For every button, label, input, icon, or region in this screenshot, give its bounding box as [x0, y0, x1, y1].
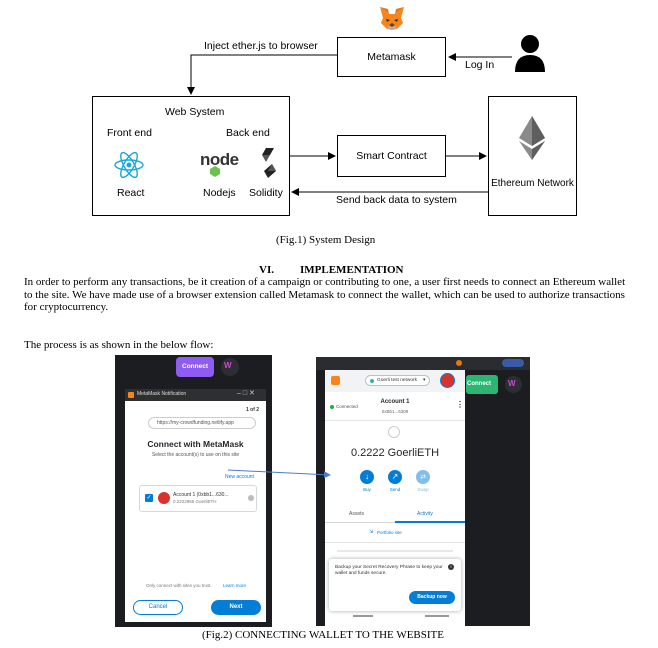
smart-contract-box: Smart Contract: [337, 135, 446, 177]
react-label: React: [117, 187, 145, 199]
node-logo-text: node: [200, 150, 239, 169]
account-avatar-icon[interactable]: [440, 373, 455, 388]
portfolio-icon: ⇲: [369, 529, 374, 535]
connect-heading: Connect with MetaMask: [147, 439, 244, 449]
portfolio-divider: [325, 542, 465, 543]
login-label: Log In: [465, 59, 495, 71]
swap-label[interactable]: Swap: [417, 487, 429, 492]
network-name: Goerli test network: [377, 377, 417, 383]
send-label[interactable]: Send: [389, 487, 401, 492]
profile-chip[interactable]: [502, 359, 524, 367]
nodejs-label: Nodejs: [203, 187, 236, 199]
solidity-label: Solidity: [249, 187, 283, 199]
inject-ether-label: Inject ether.js to browser: [204, 40, 318, 52]
user-icon: [515, 35, 545, 72]
web-system-box: Web System Front end Back end React Node…: [92, 96, 290, 216]
new-account-link[interactable]: New account: [225, 474, 254, 480]
network-dot-icon: [370, 379, 374, 383]
tab-underline-assets: [325, 522, 395, 523]
wallet-account-name[interactable]: Account 1: [380, 399, 410, 405]
wallet-header: Goerli test network ▾: [325, 370, 465, 392]
paragraph-flow: The process is as shown in the below flo…: [24, 339, 214, 351]
account-avatar: [158, 492, 170, 504]
footer-link-placeholder-2: [425, 615, 449, 617]
token-icon: [388, 426, 400, 438]
metamask-wallet-screenshot: Goerli test network ▾ Connected Account …: [316, 357, 530, 626]
page-count: 1 of 2: [246, 407, 260, 413]
activity-placeholder: [337, 550, 453, 552]
browser-toolbar: [316, 357, 530, 370]
chevron-down-icon: ▾: [423, 377, 426, 383]
site-logo-icon-right: W: [505, 376, 522, 393]
connect-subheading: Select the account(s) to use on this sit…: [151, 452, 240, 458]
section-number: VI.: [259, 264, 274, 276]
back-end-label: Back end: [226, 127, 270, 139]
site-url: https://my-crowdfunding.netlify.app: [157, 420, 234, 426]
account-balance: 0.2222966 GoerliETH: [173, 499, 217, 504]
site-connect-button-green[interactable]: Connect: [466, 375, 498, 394]
section-title: IMPLEMENTATION: [300, 264, 404, 276]
wallet-panel: Goerli test network ▾ Connected Account …: [325, 370, 465, 626]
popup-window-controls-icon[interactable]: – □ ✕: [237, 390, 255, 397]
send-back-label: Send back data to system: [336, 194, 457, 206]
backup-now-button[interactable]: Backup now: [409, 591, 455, 604]
network-selector[interactable]: Goerli test network ▾: [365, 375, 430, 386]
metamask-box-label: Metamask: [367, 51, 416, 63]
wallet-balance: 0.2222 GoerliETH: [350, 447, 440, 459]
fig2-caption: (Fig.2) CONNECTING WALLET TO THE WEBSITE: [202, 629, 444, 641]
header-divider: [325, 420, 465, 421]
trust-text: Only connect with sites you trust.: [146, 583, 212, 588]
wallet-account-address[interactable]: 0xBb1...6309: [381, 409, 409, 414]
popup-fox-icon: [128, 392, 134, 398]
diagram-arrows: [187, 53, 512, 196]
account-info-icon[interactable]: [248, 495, 254, 501]
ethereum-network-label: Ethereum Network: [491, 178, 574, 189]
kebab-menu-icon[interactable]: ⋮: [456, 400, 464, 409]
buy-label[interactable]: Buy: [363, 487, 371, 492]
site-logo-icon: W: [221, 358, 239, 376]
metamask-box: Metamask: [337, 37, 446, 77]
metamask-connect-screenshot: Connect W MetaMask Notification – □ ✕ 1 …: [115, 355, 272, 627]
buy-icon[interactable]: ↓: [360, 470, 374, 484]
footer-link-placeholder: [353, 615, 373, 617]
account-checkbox[interactable]: ✓: [145, 494, 153, 502]
front-end-label: Front end: [107, 127, 152, 139]
tab-assets[interactable]: Assets: [349, 511, 365, 517]
backup-card: Backup your Secret Recovery Phrase to ke…: [329, 559, 461, 611]
next-button[interactable]: Next: [211, 600, 261, 615]
wallet-fox-icon: [331, 376, 340, 385]
popup-title: MetaMask Notification: [137, 391, 187, 397]
nodejs-logo-icon: node: [200, 150, 240, 178]
fig1-caption: (Fig.1) System Design: [276, 234, 376, 246]
react-logo-icon: [114, 151, 144, 179]
tab-underline-activity: [395, 521, 465, 523]
connected-status: Connected: [336, 404, 358, 409]
backup-text: Backup your Secret Recovery Phrase to ke…: [335, 565, 443, 576]
node-hexagon-icon: [210, 166, 220, 177]
swap-icon[interactable]: ⇄: [416, 470, 430, 484]
learn-more-link[interactable]: Learn more: [223, 583, 247, 588]
paragraph-intro: In order to perform any transactions, be…: [24, 276, 626, 313]
account-name: Account 1 (0xbb1...630...: [173, 492, 229, 498]
smart-contract-label: Smart Contract: [356, 150, 427, 162]
solidity-logo-icon: [262, 148, 276, 178]
extension-icon[interactable]: [456, 360, 462, 366]
site-url-pill: https://my-crowdfunding.netlify.app: [148, 417, 256, 429]
cancel-button[interactable]: Cancel: [133, 600, 183, 615]
site-connect-button[interactable]: Connect: [176, 357, 214, 377]
web-system-label: Web System: [165, 106, 225, 118]
tab-activity[interactable]: Activity: [417, 511, 433, 517]
portfolio-link[interactable]: Portfolio site: [377, 530, 402, 535]
popup-titlebar: MetaMask Notification – □ ✕: [125, 389, 266, 401]
send-icon[interactable]: ↗: [388, 470, 402, 484]
metamask-popup: MetaMask Notification – □ ✕ 1 of 2 https…: [125, 389, 266, 622]
connected-dot-icon: [330, 405, 334, 409]
account-row[interactable]: ✓ Account 1 (0xbb1...630... 0.2222966 Go…: [139, 485, 257, 512]
metamask-fox-icon: [380, 7, 404, 30]
ethereum-logo-icon: [519, 116, 545, 160]
backup-info-icon[interactable]: i: [448, 564, 454, 570]
ethereum-network-box: Ethereum Network: [488, 96, 577, 216]
